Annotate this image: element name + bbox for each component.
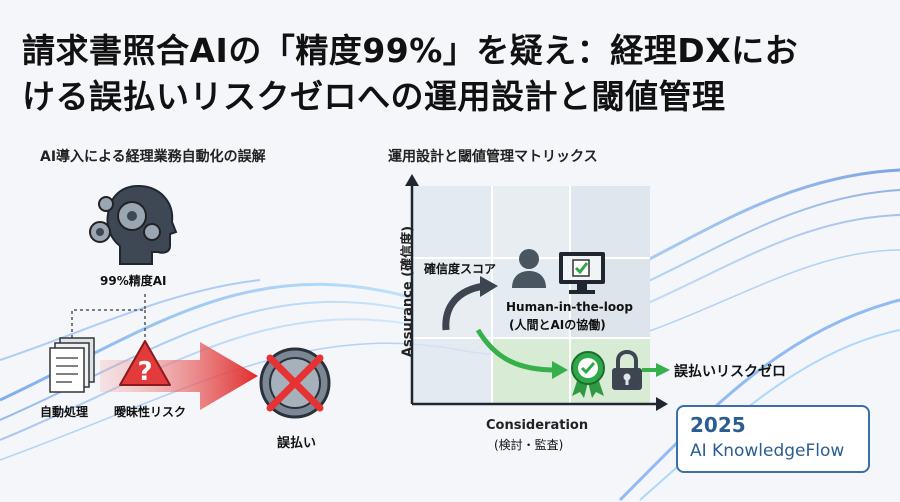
auto-processing-label: 自動処理	[40, 405, 89, 419]
monitor-check-icon	[559, 252, 605, 294]
title-line-1: 請求書照合AIの「精度99%」を疑え：経理DXにお	[22, 31, 799, 70]
person-icon	[512, 249, 546, 288]
padlock-icon	[612, 350, 642, 390]
left-panel-heading: AI導入による経理業務自動化の誤解	[40, 149, 266, 165]
svg-text:?: ?	[137, 357, 152, 387]
hitl-sublabel: (人間とAIの協働)	[509, 318, 606, 332]
zero-risk-label: 誤払いリスクゼロ	[674, 364, 786, 380]
page-title: 請求書照合AIの「精度99%」を疑え：経理DXにお ける誤払いリスクゼロへの運用…	[22, 28, 882, 120]
hitl-label: Human-in-the-loop	[506, 300, 633, 314]
award-ribbon-icon	[571, 351, 605, 398]
title-line-2: ける誤払いリスクゼロへの運用設計と閾値管理	[22, 77, 726, 116]
brand-badge: 2025 AI KnowledgeFlow	[676, 405, 870, 473]
ai-accuracy-label: 99%精度AI	[100, 274, 167, 288]
warning-icon: ?	[119, 340, 171, 387]
x-axis-sublabel: (検討・監査)	[494, 438, 564, 452]
robot-head-gears-icon	[89, 184, 178, 265]
document-stack-icon	[49, 337, 95, 393]
right-panel-heading: 運用設計と閾値管理マトリックス	[388, 149, 598, 165]
crossed-coin-icon	[259, 347, 331, 419]
erroneous-payment-label: 誤払い	[277, 436, 317, 451]
x-axis-label: Consideration	[486, 418, 589, 433]
badge-brand: AI KnowledgeFlow	[690, 441, 845, 461]
confidence-score-label: 確信度スコア	[424, 262, 497, 276]
y-axis-label: Assurance (確信度)	[400, 225, 416, 358]
ambiguity-risk-label: 曖昧性リスク	[114, 405, 187, 419]
badge-year: 2025	[690, 413, 746, 437]
